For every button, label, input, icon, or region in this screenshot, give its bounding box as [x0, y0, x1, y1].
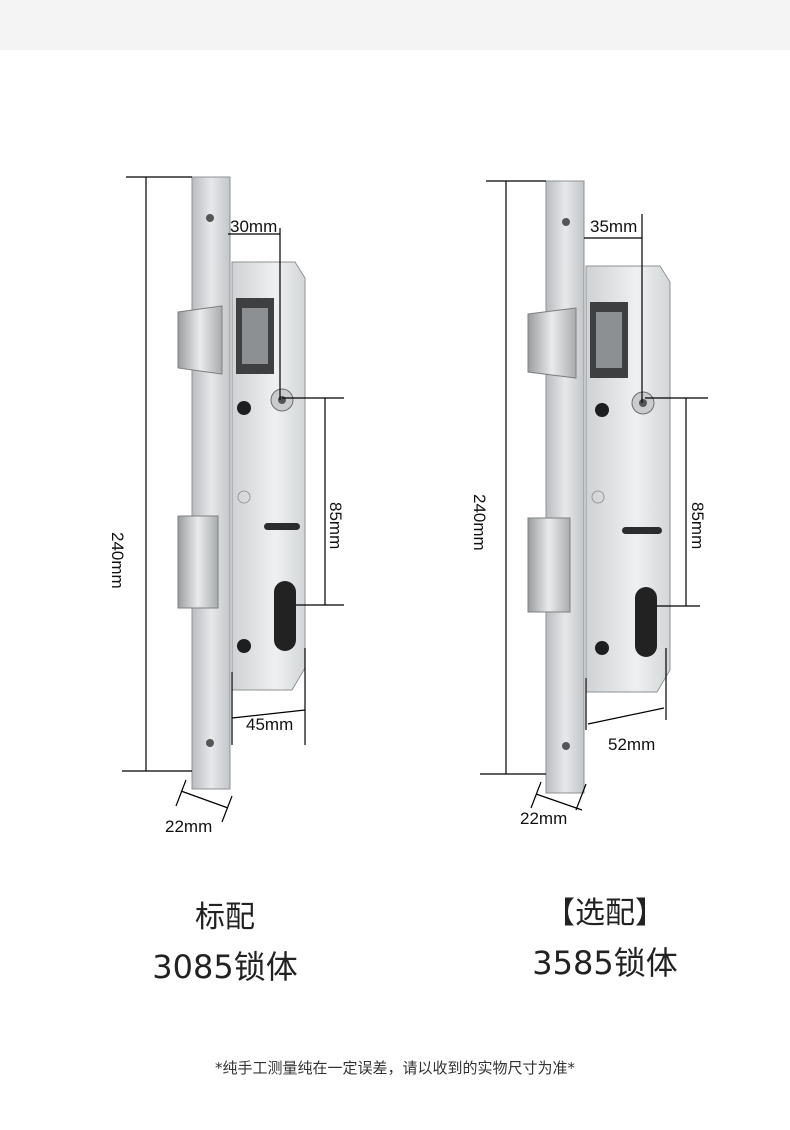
caption-right-line1: 【选配】 [545, 896, 665, 931]
cylinder-hole-left [274, 581, 296, 651]
dim-body-width-left: 45mm [246, 715, 293, 734]
dim-faceplate-left: 22mm [165, 817, 212, 836]
faceplate-left [191, 176, 231, 790]
dim-faceplate-right: 22mm [520, 809, 567, 828]
latch-bolt-right [527, 307, 577, 379]
lock-left-drawing: 30mm 85mm 240mm 45mm 22mm [108, 176, 345, 836]
cylinder-hole-right [635, 587, 657, 657]
faceplate-right [545, 180, 585, 794]
spring-mechanism [596, 312, 622, 368]
body-hole [595, 403, 609, 417]
screw-hole [562, 218, 570, 226]
body-hole [237, 401, 251, 415]
dim-height-left: 240mm [108, 532, 127, 589]
spring-mechanism [242, 308, 268, 364]
body-hole [237, 639, 251, 653]
hub-center [639, 399, 647, 407]
measurement-footnote: *纯手工测量纯在一定误差，请以收到的实物尺寸为准* [214, 1059, 575, 1077]
screw-hole [206, 739, 214, 747]
deadbolt-left [177, 515, 219, 609]
dim-height-right: 240mm [470, 494, 489, 551]
body-slot [622, 527, 662, 534]
dim-center-right: 85mm [688, 502, 707, 549]
caption-left-line1: 标配 [195, 900, 255, 935]
dim-center-left: 85mm [326, 502, 345, 549]
body-slot [264, 523, 300, 530]
hub-center [278, 396, 286, 404]
stamp-mark [237, 490, 251, 504]
latch-bolt-left [177, 305, 223, 375]
dim-backset-right: 35mm [590, 217, 637, 236]
screw-hole [562, 742, 570, 750]
caption-left-line2: 3085锁体 [152, 948, 298, 986]
body-hole [595, 641, 609, 655]
deadbolt-right [527, 517, 571, 613]
screw-hole [206, 214, 214, 222]
dim-body-width-right: 52mm [608, 735, 655, 754]
caption-right-line2: 3585锁体 [532, 944, 678, 982]
stamp-mark [591, 490, 605, 504]
dim-backset-left: 30mm [230, 217, 277, 236]
top-band [0, 0, 790, 50]
lock-right-drawing: 35mm 85mm 240mm 52mm 22mm [470, 180, 708, 828]
